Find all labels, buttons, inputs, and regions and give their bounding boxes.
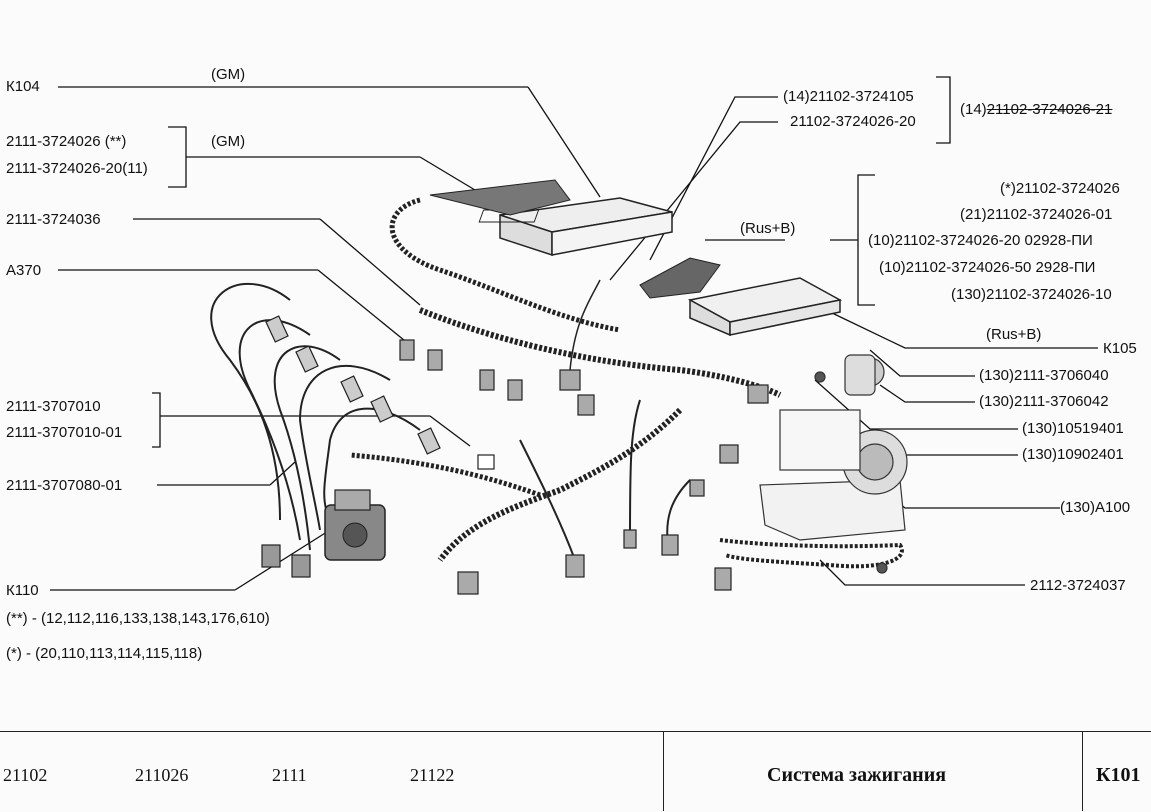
label-k105: К105: [1103, 340, 1137, 357]
label-2111-3724026: 2111-3724026 (**): [6, 133, 127, 150]
label-130-10519401: (130)10519401: [1022, 420, 1124, 437]
label-2111-3724026-20: 2111-3724026-20(11): [6, 160, 148, 177]
label-130-21102-3724026-10: (130)21102-3724026-10: [951, 286, 1112, 303]
label-k110: К110: [6, 582, 39, 599]
leader-k110-diag: [234, 529, 331, 591]
label-130-a100: (130)А100: [1060, 499, 1131, 516]
label-2111-3707080-01: 2111-3707080-01: [6, 477, 123, 494]
model-21122: 21122: [410, 765, 455, 785]
thin-wire-b: [629, 399, 641, 541]
leader-3707080-01-diag: [269, 461, 296, 486]
thin-wire-a: [569, 279, 601, 371]
sensor-harness: [719, 538, 904, 569]
label-10-21102-3724026-50: (10)21102-3724026-50 2928-ПИ: [879, 259, 1096, 276]
label-gm-top: (GM): [211, 66, 246, 83]
hv-wire-4: [298, 364, 391, 531]
leader-k105: [829, 311, 1098, 349]
note-single-star: (*) - (20,110,113,114,115,118): [6, 645, 203, 662]
label-14-21102-3724105: (14)21102-3724105: [783, 88, 914, 105]
hv-wire-1: [210, 282, 291, 521]
label-2111-3724036: 2111-3724036: [6, 211, 101, 228]
label-10-21102-3724026-20: (10)21102-3724026-20 02928-ПИ: [868, 232, 1093, 249]
label-struck-part-number: 21102-3724026-21: [986, 101, 1113, 118]
label-a370: А370: [6, 262, 42, 279]
model-21102: 21102: [3, 765, 48, 785]
leader-10519401: [814, 379, 1018, 430]
leader-3724026-20: [609, 121, 778, 281]
ecu-gm-illustration: [429, 179, 673, 257]
label-21-21102-3724026-01: (21)21102-3724026-01: [960, 206, 1113, 223]
leader-2111-3724036-diag: [319, 218, 421, 306]
harness-trunk: [418, 307, 782, 398]
label-star-21102-3724026: (*)21102-3724026: [1000, 180, 1120, 197]
label-130-2111-3706040: (130)2111-3706040: [979, 367, 1109, 384]
label-2111-3707010-01: 2111-3707010-01: [6, 424, 123, 441]
label-rus-b-mid: (Rus+B): [986, 326, 1042, 343]
leader-2111-3724026-diag: [419, 156, 476, 191]
footer-divider-1: [663, 731, 664, 811]
leader-3706040: [869, 349, 975, 377]
note-double-star: (**) - (12,112,116,133,138,143,176,610): [6, 610, 270, 627]
ecu-rusb-illustration: [639, 257, 843, 337]
thin-wire-c: [519, 439, 576, 561]
leader-3724037: [819, 559, 1025, 586]
model-2111: 2111: [272, 765, 307, 785]
leader-k104-diag: [527, 86, 601, 198]
ignition-coil-illustration: [324, 489, 386, 561]
main-harness-wire: [389, 197, 621, 333]
hv-wire-3: [273, 345, 341, 551]
label-21102-3724026-20: 21102-3724026-20: [790, 113, 916, 130]
label-rus-b-top: (Rus+B): [740, 220, 796, 237]
engine-block-illustration: [759, 354, 908, 574]
bracket-right-top: [936, 76, 951, 144]
model-211026: 211026: [135, 765, 189, 785]
leader-3706042: [879, 384, 975, 403]
leader-3724105: [649, 96, 778, 261]
bracket-left-2111-3724026: [168, 126, 187, 188]
label-2111-3707010: 2111-3707010: [6, 398, 101, 415]
harness-branch-left: [349, 452, 541, 498]
harness-branch-down: [437, 407, 683, 562]
section-title: Система зажигания: [767, 764, 947, 786]
label-k104: К104: [6, 78, 40, 95]
leader-3707010-diag: [429, 415, 471, 447]
spark-plug-group: [261, 315, 441, 578]
page-code: К101: [1096, 764, 1141, 786]
label-14-prefix: (14): [960, 101, 987, 118]
label-2112-3724037: 2112-3724037: [1030, 577, 1126, 594]
label-130-2111-3706042: (130)2111-3706042: [979, 393, 1109, 410]
connector-group: [399, 339, 769, 595]
leader-a370-diag: [317, 269, 411, 346]
label-gm-mid: (GM): [211, 133, 246, 150]
label-14-21102-3724026-21: (14)21102-3724026-21: [960, 101, 1112, 119]
footer-divider-2: [1082, 731, 1083, 811]
footer-bar: [0, 731, 1151, 812]
bracket-left-3707010: [152, 392, 161, 448]
label-130-10902401: (130)10902401: [1022, 446, 1124, 463]
